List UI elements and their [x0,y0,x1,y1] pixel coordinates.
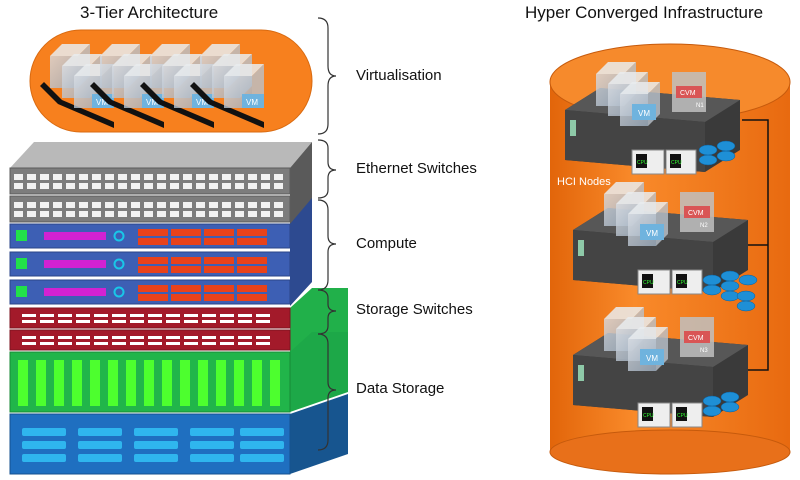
data-storage [9,332,348,475]
tier-label-virtualisation: Virtualisation [356,67,442,84]
node-id-label: N3 [700,348,708,354]
vm-label: VM [246,98,258,107]
cvm-label: CVM [688,210,704,217]
cpu-label: CPU [677,413,688,419]
vm-label: VM [638,109,650,118]
hci-node-2: VM CVM N2 CPU CPU [573,182,758,312]
cpu-label: CPU [671,160,682,166]
cvm-label: CVM [680,90,696,97]
tier-label-compute: Compute [356,235,417,252]
right-title: Hyper Converged Infrastructure [525,3,764,22]
tier-braces [317,17,337,451]
cpu-label: CPU [643,413,654,419]
left-title: 3-Tier Architecture [80,3,219,22]
compute-servers [9,198,312,306]
node-id-label: N1 [696,103,704,109]
vm-label: VM [146,98,158,107]
vm-label: VM [646,354,658,363]
cpu-label: CPU [643,280,654,286]
ethernet-switches [9,142,312,246]
vm-label: VM [196,98,208,107]
tier-label-storage-switches: Storage Switches [356,301,473,318]
vm-label: VM [96,98,108,107]
tier-label-ethernet-switches: Ethernet Switches [356,160,477,177]
cpu-label: CPU [677,280,688,286]
virtualisation-pill: VM VM VM VM [29,29,313,133]
cpu-label: CPU [637,160,648,166]
hci-nodes-label: HCI Nodes [557,176,611,188]
tier-label-data-storage: Data Storage [356,380,445,397]
hci-node-3: VM CVM N3 CPU CPU [573,307,748,428]
hci-node-1: VM CVM N1 CPU CPU [565,62,740,175]
node-id-label: N2 [700,223,708,229]
cvm-label: CVM [688,335,704,342]
vm-label: VM [646,229,658,238]
